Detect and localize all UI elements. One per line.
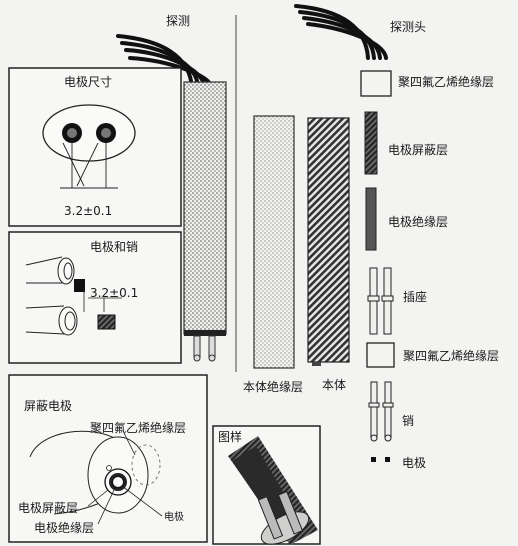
probe-head-cables	[294, 4, 388, 60]
shielded-leader-lines	[87, 432, 163, 525]
electrode-face-holes	[62, 123, 116, 143]
pin-sketch-top	[25, 256, 75, 285]
probe-pins	[193, 335, 216, 362]
body-part	[307, 117, 350, 363]
size-dimension-lines	[60, 142, 118, 189]
panel-pin-dimension: 3.2±0.1	[90, 286, 139, 300]
ptfe-insulation-mid	[366, 342, 395, 368]
label-socket: 插座	[403, 290, 428, 304]
label-pin: 销	[402, 414, 415, 428]
panel-pin-title: 电极和销	[90, 240, 139, 254]
label-shield-electrode-cut: 电极	[164, 512, 184, 523]
socket-parts	[367, 267, 394, 335]
label-ptfe-mid: 聚四氟乙烯绝缘层	[403, 349, 500, 363]
label-shield-insulation: 电极绝缘层	[34, 521, 95, 535]
label-body: 本体	[322, 378, 347, 392]
label-shield-ptfe: 聚四氟乙烯绝缘层	[90, 421, 187, 435]
electrode-shield-part	[364, 111, 378, 175]
electrode-insulation-part	[365, 187, 377, 251]
electrode-face-outline	[42, 104, 136, 162]
electrode-tips	[371, 457, 390, 462]
pin-dimension-lines	[83, 290, 122, 312]
pin-parts	[368, 381, 394, 442]
panel-electrode-pin	[8, 231, 182, 364]
label-probe: 探测	[166, 14, 191, 28]
panel-sample-title: 图样	[218, 430, 243, 444]
electrode-block-bottom	[97, 314, 116, 330]
ptfe-insulation-top	[360, 70, 392, 97]
probe-assembly	[116, 34, 227, 362]
label-body-insulation: 本体绝缘层	[243, 380, 304, 394]
electrode-block-top	[74, 279, 85, 292]
panel-shield-title: 屏蔽电极	[24, 399, 73, 413]
pin-sketch-bottom	[25, 305, 78, 336]
label-ptfe-top: 聚四氟乙烯绝缘层	[398, 75, 495, 89]
body-notch	[312, 362, 321, 366]
panel-size-dimension: 3.2±0.1	[64, 204, 113, 218]
probe-body	[183, 81, 227, 335]
label-probe-head: 探测头	[390, 20, 427, 34]
label-shield-layer: 电极屏蔽层	[18, 501, 79, 515]
label-electrode: 电极	[402, 456, 427, 470]
label-electrode-insulation: 电极绝缘层	[388, 215, 449, 229]
body-insulation-part	[253, 115, 295, 369]
sample-probe	[228, 436, 318, 545]
label-electrode-shield: 电极屏蔽层	[388, 143, 449, 157]
panel-size-title: 电极尺寸	[64, 75, 113, 89]
probe-base	[184, 330, 226, 336]
